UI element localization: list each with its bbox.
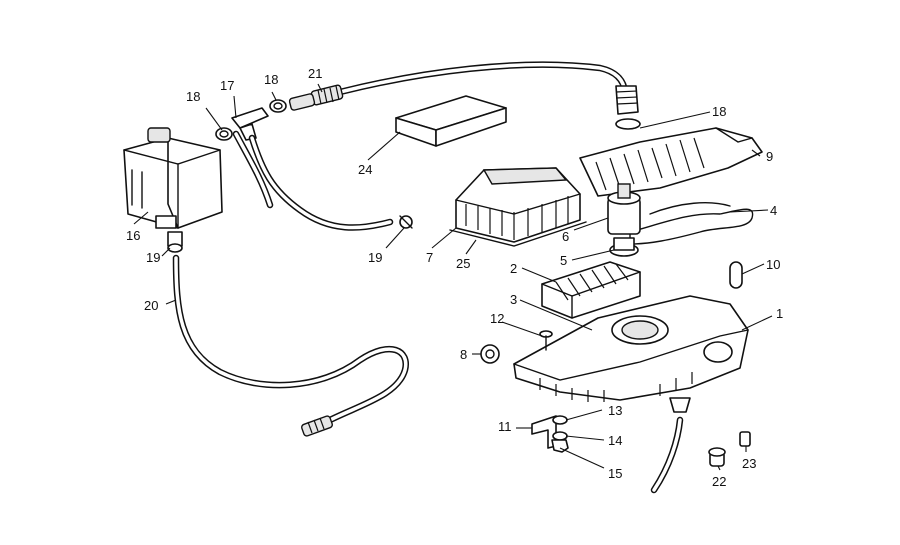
fitting-21 [310, 84, 344, 106]
callout-22: 22 [712, 474, 726, 489]
breather-hose-21 [336, 61, 629, 96]
callout-5: 5 [560, 253, 567, 268]
callout-11: 11 [498, 419, 512, 434]
callout-18-left: 18 [186, 89, 200, 104]
air-box-cover-25 [449, 167, 587, 247]
callout-21: 21 [308, 66, 322, 81]
grommet-8 [480, 344, 500, 364]
callout-17: 17 [220, 78, 234, 93]
cap-23 [739, 431, 751, 447]
duct-6 [607, 183, 641, 235]
drain-hose-20 [172, 254, 409, 424]
callout-13: 13 [608, 403, 622, 418]
callout-labels: 1 2 3 4 5 6 7 8 9 10 11 12 13 14 15 16 1… [126, 66, 783, 489]
intake-bellows [615, 85, 641, 130]
callout-9: 9 [766, 149, 773, 164]
callout-18-top: 18 [264, 72, 278, 87]
hose-clamp-18-top [269, 99, 287, 113]
plug-22 [708, 447, 726, 467]
callout-1: 1 [776, 306, 783, 321]
seal-ring-10 [729, 261, 743, 289]
oil-tank-16 [123, 127, 223, 229]
hose-end-fitting [300, 415, 334, 437]
leader-lines [133, 83, 773, 471]
callout-15: 15 [608, 466, 622, 481]
callout-24: 24 [358, 162, 372, 177]
washer-14 [552, 431, 568, 441]
hose-clamp-18-tank [215, 127, 233, 141]
callout-16: 16 [126, 228, 140, 243]
callout-3: 3 [510, 292, 517, 307]
callout-10: 10 [766, 257, 780, 272]
callout-7: 7 [426, 250, 433, 265]
screw-12 [539, 330, 553, 351]
filter-element-24 [395, 95, 507, 147]
callout-23: 23 [742, 456, 756, 471]
connector-pipe [288, 93, 316, 111]
callout-4: 4 [770, 203, 777, 218]
callout-14: 14 [608, 433, 622, 448]
overflow-hose-19 [232, 130, 394, 231]
washer-13 [552, 415, 568, 425]
clip-19-right [399, 215, 413, 229]
grommet-5 [609, 237, 639, 257]
callout-20: 20 [144, 298, 158, 313]
filter-2 [541, 261, 641, 319]
callout-19-right: 19 [368, 250, 382, 265]
callout-25: 25 [456, 256, 470, 271]
upper-housing-9 [579, 127, 763, 197]
air-box-1 [513, 295, 749, 413]
tank-outlet-fitting [167, 231, 183, 253]
callout-6: 6 [562, 229, 569, 244]
callout-12: 12 [490, 311, 504, 326]
drain-hose-lower [650, 416, 684, 494]
callout-2: 2 [510, 261, 517, 276]
callout-19-left: 19 [146, 250, 160, 265]
callout-18-right: 18 [712, 104, 726, 119]
callout-8: 8 [460, 347, 467, 362]
gasket-4 [629, 202, 754, 245]
